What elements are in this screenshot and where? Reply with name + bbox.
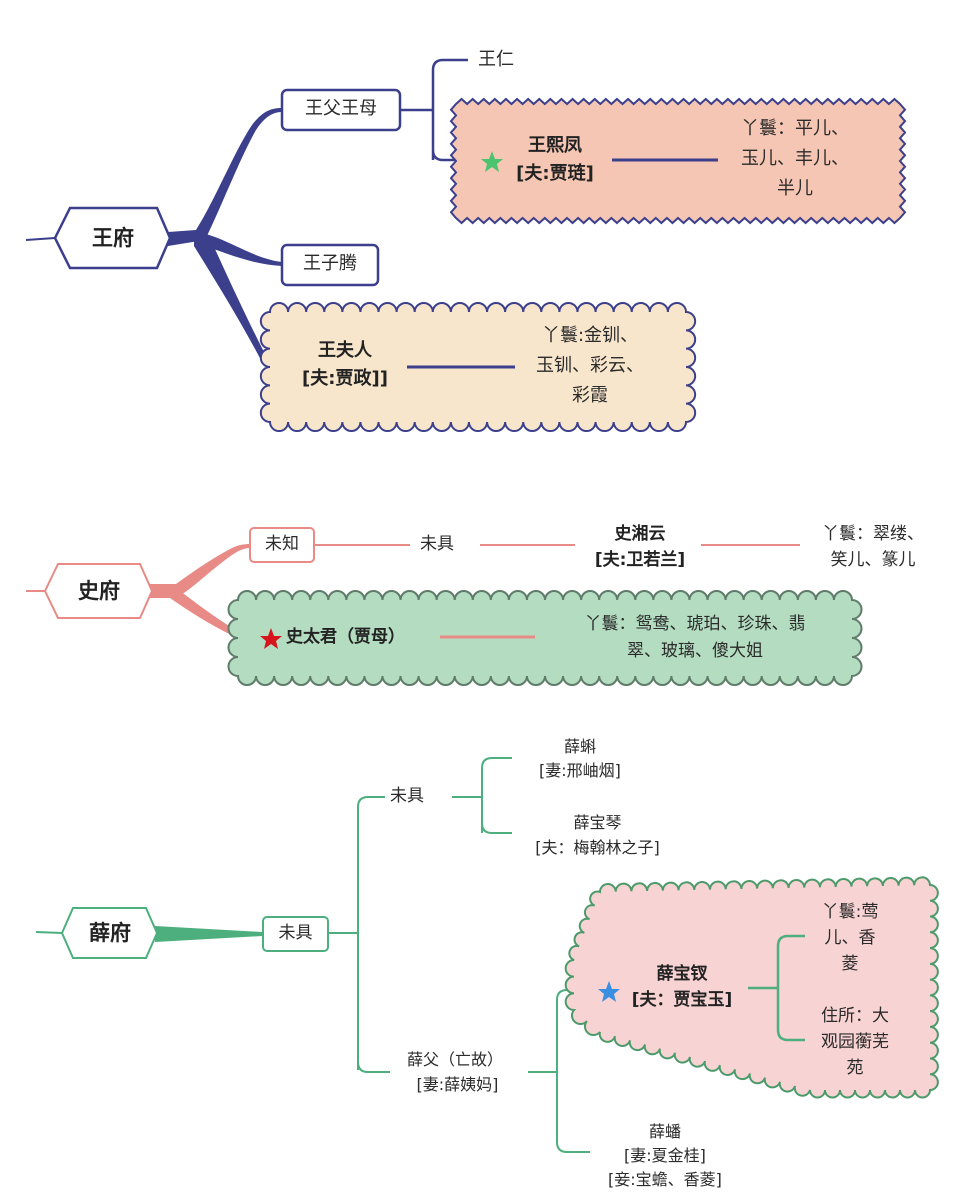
xue-baochai-maids-3: 菱 (841, 954, 859, 974)
wang-xifeng-maids-3: 半儿 (777, 178, 813, 199)
wang-furen-maids-1: 丫鬟:金钏、 (541, 325, 639, 346)
wang-furen-spouse: [夫:贾政]] (302, 368, 388, 389)
xue-root-stub (35, 931, 63, 934)
star-green-icon (481, 151, 503, 172)
xue-baochai-maids-1: 丫鬟:莺 (821, 902, 879, 922)
shi-connector-taijun (170, 588, 245, 640)
xue-pan-wife: [妻:夏金桂] (624, 1146, 706, 1165)
xue-father-name: 薛父（亡故） (406, 1050, 503, 1069)
wang-connector-ziteng (196, 232, 282, 266)
xue-father-spouse: [妻:薛姨妈] (416, 1075, 499, 1094)
xue-branch (35, 757, 939, 1153)
wang-furen-maids-2: 玉钏、彩云、 (536, 355, 644, 376)
wang-ren-label[interactable]: 王仁 (478, 49, 514, 70)
xue-connector-main (155, 926, 262, 942)
xue-baoqin-spouse: [夫：梅翰林之子] (535, 838, 660, 857)
wang-furen-name: 王夫人 (318, 340, 372, 361)
shi-taijun-maids-1: 丫鬟：鸳鸯、琥珀、珍珠、翡 (584, 614, 806, 634)
shi-unspecified-label[interactable]: 未具 (420, 534, 454, 554)
shi-xiangyun-maids-1: 丫鬟：翠缕、 (822, 524, 924, 544)
xue-ke-spouse: [妻:邢岫烟] (539, 761, 621, 780)
star-red-icon (260, 628, 282, 649)
xue-sub-unspecified-label[interactable]: 未具 (390, 786, 424, 806)
shi-xiangyun-name: 史湘云 (614, 524, 666, 544)
wang-xifeng-maids-1: 丫鬟：平儿、 (741, 118, 849, 139)
wang-connector-parents (168, 108, 282, 246)
xue-baochai-connectors (748, 934, 805, 1042)
wang-parents-label: 王父王母 (305, 98, 377, 119)
shi-branch (26, 527, 863, 687)
xue-ke-name: 薛蝌 (563, 737, 596, 756)
xue-baochai-maids-2: 儿、香 (824, 928, 876, 948)
shi-root-label: 史府 (78, 579, 120, 603)
xue-root-label: 薛府 (89, 921, 131, 945)
wang-branch (25, 58, 907, 433)
shi-root-node[interactable] (43, 563, 154, 619)
xue-pan-concubines: [妾:宝蟾、香菱] (608, 1170, 722, 1189)
xue-baochai-name: 薛宝钗 (656, 964, 708, 984)
shi-taijun-maids-2: 翠、玻璃、傻大姐 (627, 641, 763, 661)
wang-xifeng-name: 王熙凤 (528, 135, 582, 156)
xue-baoqin-name: 薛宝琴 (573, 813, 622, 832)
wang-root-stub (25, 237, 56, 241)
shi-xiangyun-maids-2: 笑儿、篆儿 (830, 550, 916, 570)
wang-connector-furen (194, 234, 268, 362)
xue-root-node[interactable] (60, 907, 159, 959)
wang-connector-parents-children (400, 58, 468, 162)
star-blue-icon (598, 981, 620, 1002)
shi-taijun-node[interactable] (227, 589, 863, 687)
xue-baochai-residence-2: 观园蘅芜 (821, 1032, 889, 1052)
wang-ziteng-label: 王子腾 (303, 253, 357, 274)
wang-xifeng-maids-2: 玉儿、丰儿、 (741, 148, 849, 169)
shi-unknown-label: 未知 (265, 534, 299, 554)
wang-parents-node[interactable] (280, 88, 402, 132)
shi-connector-unknown (150, 544, 250, 598)
xue-baochai-residence-3: 苑 (846, 1058, 864, 1078)
shi-xiangyun-spouse: [夫:卫若兰] (594, 550, 686, 570)
wang-root-node[interactable] (53, 206, 172, 270)
xue-unspecified-label: 未具 (278, 923, 313, 943)
xue-pan-name: 薛蟠 (648, 1122, 681, 1141)
wang-furen-maids-3: 彩霞 (572, 385, 608, 406)
wang-root-label: 王府 (92, 226, 134, 250)
wang-ziteng-node[interactable] (280, 243, 380, 287)
wang-xifeng-spouse: [夫:贾琏] (516, 163, 594, 184)
shi-taijun-name: 史太君（贾母） (286, 627, 405, 647)
xue-baochai-spouse: [夫：贾宝玉] (631, 990, 733, 1010)
xue-baochai-residence-1: 住所：大 (821, 1006, 889, 1026)
